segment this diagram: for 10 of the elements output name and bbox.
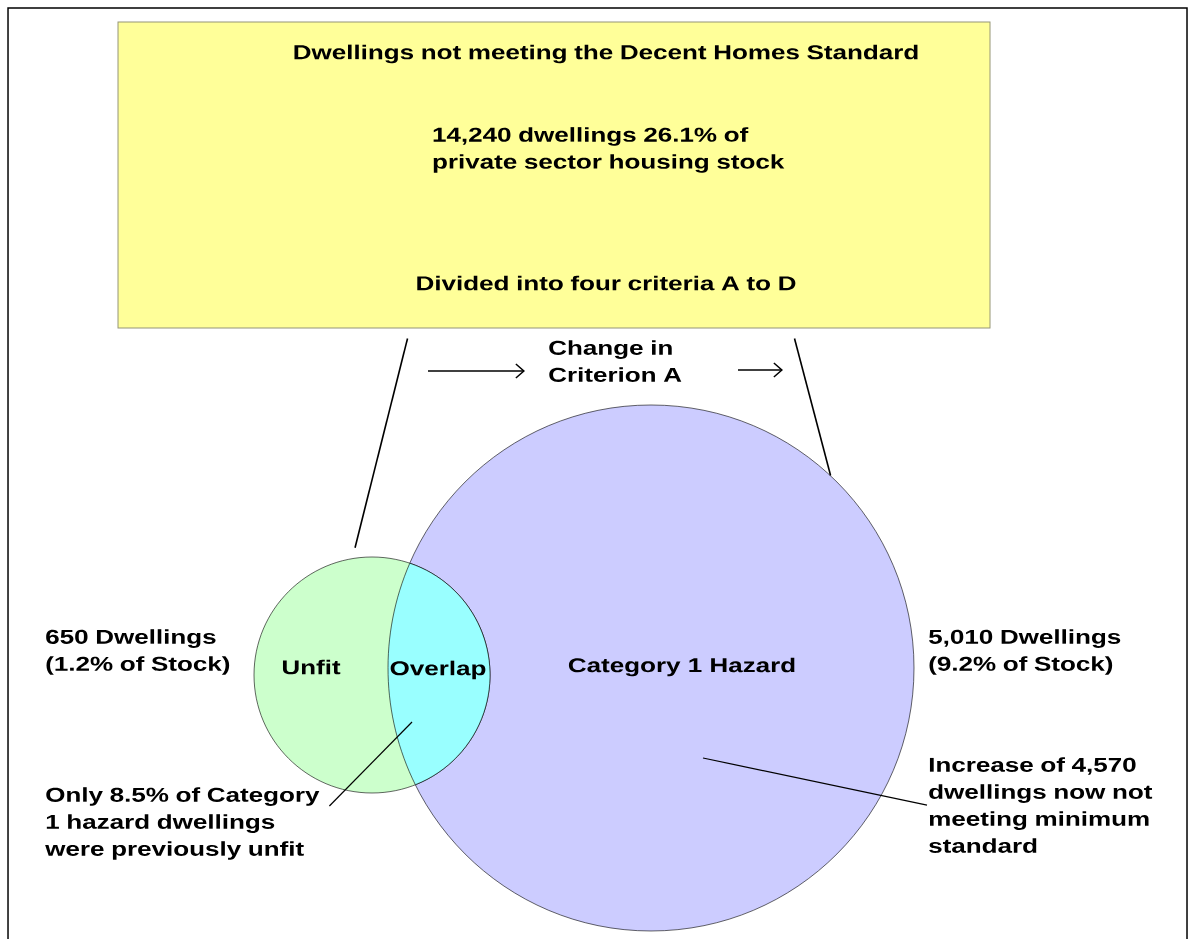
count-label: 5,010 Dwellings (9.2% of Stock) <box>929 629 1121 675</box>
overlap-region: Overlap <box>387 562 491 786</box>
leader-line <box>702 757 928 806</box>
connector-line <box>354 337 409 549</box>
leader-line <box>328 721 413 807</box>
title-box: Dwellings not meeting the Decent Homes Standard 14,240 dwellings 26.1% of private sector housing stock Divided into four criteria A to D <box>117 21 991 329</box>
connector-line <box>793 337 832 477</box>
note-text: Increase of 4,570 dwellings now not meeting minimum standard <box>929 757 1153 853</box>
change-label: Change in Criterion A <box>549 340 682 382</box>
count-label: 650 Dwellings (1.2% of Stock) <box>46 629 230 675</box>
